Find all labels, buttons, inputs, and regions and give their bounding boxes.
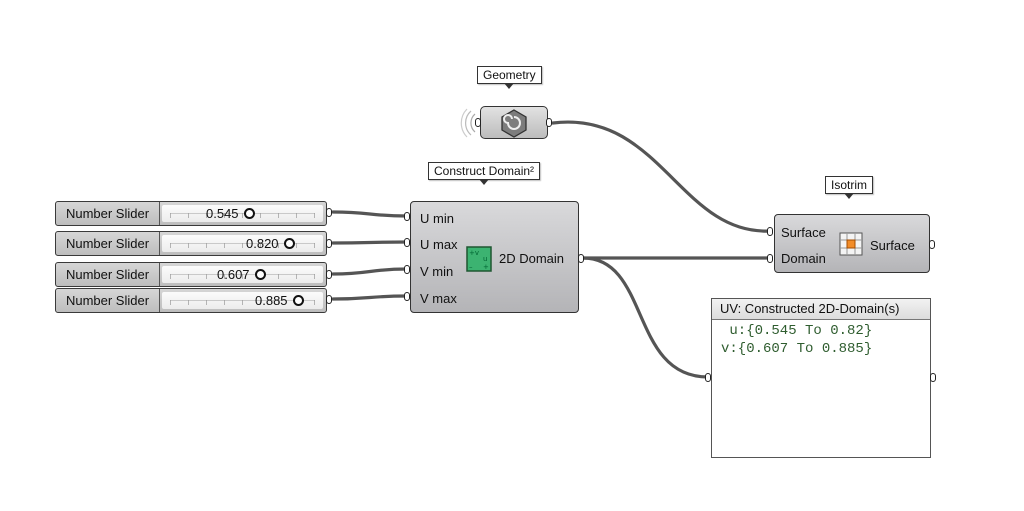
- number-slider-umin[interactable]: Number Slider 0.545: [55, 201, 327, 226]
- slider-value: 0.545: [206, 206, 239, 221]
- wire-slider2-to-umax: [331, 240, 409, 245]
- slider-output-port[interactable]: [326, 208, 332, 217]
- geometry-param-component[interactable]: [480, 106, 548, 139]
- input-label-vmax: V max: [420, 291, 457, 306]
- slider-knob[interactable]: [293, 295, 304, 306]
- slider-knob[interactable]: [244, 208, 255, 219]
- isotrim-icon: [839, 232, 863, 256]
- slider-name: Number Slider: [56, 232, 160, 255]
- slider-track[interactable]: 0.607: [162, 266, 323, 283]
- input-label-umax: U max: [420, 237, 458, 252]
- panel-output-port[interactable]: [930, 373, 936, 382]
- number-slider-vmax[interactable]: Number Slider 0.885: [55, 288, 327, 313]
- slider-track[interactable]: 0.885: [162, 292, 323, 309]
- wire-domain-to-panel: [581, 256, 710, 379]
- slider-track[interactable]: 0.545: [162, 205, 323, 222]
- isotrim-component[interactable]: Surface Domain Surface: [774, 214, 930, 273]
- geometry-output-port[interactable]: [546, 118, 552, 127]
- slider-name: Number Slider: [56, 263, 160, 286]
- wireless-broadcast-icon: [460, 108, 476, 138]
- wire-slider3-to-vmin: [331, 267, 409, 276]
- slider-output-port[interactable]: [326, 295, 332, 304]
- panel-title: UV: Constructed 2D-Domain(s): [712, 299, 930, 320]
- slider-value: 0.820: [246, 236, 279, 251]
- construct-domain-component[interactable]: U min U max V min V max +v – u + 2D Doma…: [410, 201, 579, 313]
- construct-domain-icon: +v – u +: [466, 246, 492, 272]
- wire-geometry-to-surface: [551, 120, 772, 233]
- slider-track[interactable]: 0.820: [162, 235, 323, 252]
- svg-text:+v: +v: [469, 249, 479, 257]
- input-label-vmin: V min: [420, 264, 454, 279]
- slider-output-port[interactable]: [326, 270, 332, 279]
- slider-value: 0.607: [217, 267, 250, 282]
- input-port-surface[interactable]: [767, 227, 773, 236]
- input-port-umax[interactable]: [404, 238, 410, 247]
- input-port-domain[interactable]: [767, 254, 773, 263]
- output-port-2d-domain[interactable]: [578, 254, 584, 263]
- wire-slider1-to-umin: [331, 210, 409, 218]
- svg-text:+: +: [483, 263, 489, 271]
- geometry-callout: Geometry: [477, 66, 542, 89]
- svg-text:–: –: [469, 263, 473, 271]
- uv-panel[interactable]: UV: Constructed 2D-Domain(s) u:{0.545 To…: [711, 298, 931, 458]
- isotrim-callout: Isotrim: [825, 176, 873, 199]
- input-label-umin: U min: [420, 211, 454, 226]
- slider-knob[interactable]: [255, 269, 266, 280]
- input-port-umin[interactable]: [404, 212, 410, 221]
- panel-line-u: u:{0.545 To 0.82}: [721, 323, 873, 339]
- input-port-vmax[interactable]: [404, 292, 410, 301]
- geometry-icon: [501, 109, 527, 138]
- slider-name: Number Slider: [56, 289, 160, 312]
- slider-name: Number Slider: [56, 202, 160, 225]
- slider-knob[interactable]: [284, 238, 295, 249]
- panel-line-v: v:{0.607 To 0.885}: [721, 341, 873, 357]
- number-slider-umax[interactable]: Number Slider 0.820: [55, 231, 327, 256]
- input-label-domain: Domain: [781, 251, 826, 266]
- output-label-surface: Surface: [870, 238, 915, 253]
- output-port-surface[interactable]: [929, 240, 935, 249]
- construct-domain-callout: Construct Domain²: [428, 162, 541, 185]
- geometry-input-port[interactable]: [475, 118, 481, 127]
- output-label-2d-domain: 2D Domain: [499, 251, 565, 266]
- number-slider-vmin[interactable]: Number Slider 0.607: [55, 262, 327, 287]
- slider-output-port[interactable]: [326, 239, 332, 248]
- input-label-surface: Surface: [781, 225, 826, 240]
- svg-text:u: u: [483, 255, 487, 263]
- panel-input-port[interactable]: [705, 373, 711, 382]
- input-port-vmin[interactable]: [404, 265, 410, 274]
- slider-value: 0.885: [255, 293, 288, 308]
- wire-slider4-to-vmax: [331, 294, 409, 301]
